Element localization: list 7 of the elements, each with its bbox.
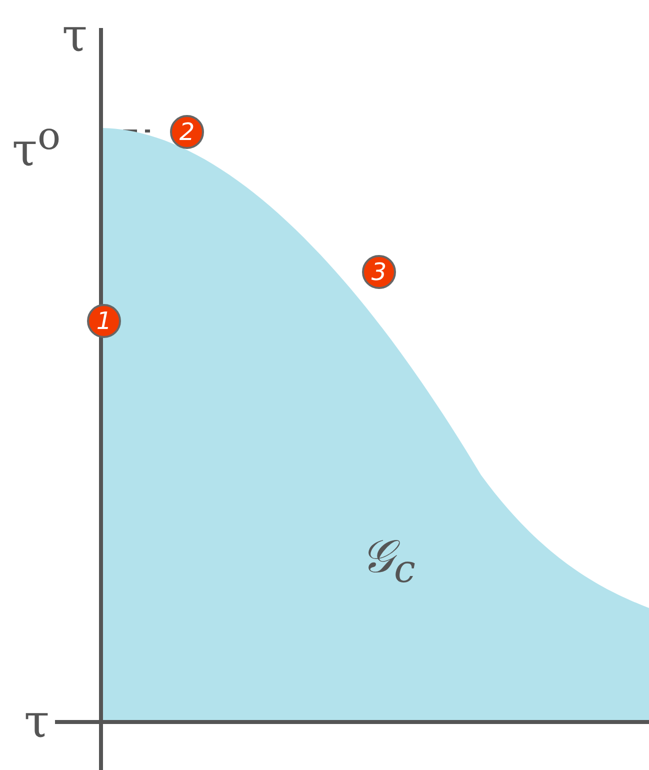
callout-number: 3 (362, 255, 396, 289)
axis-label: τ (24, 698, 50, 744)
axis-label: τ$^{o}$ (12, 118, 61, 172)
callout-number: 2 (170, 115, 204, 149)
callout-number: 1 (87, 304, 121, 338)
region-label: 𝒢$_{c}$ (361, 533, 416, 590)
axis-label: τ (62, 12, 88, 58)
